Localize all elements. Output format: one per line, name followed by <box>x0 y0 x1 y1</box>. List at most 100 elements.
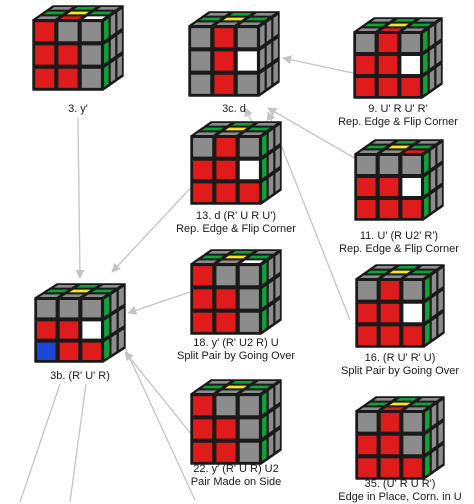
right-face-sticker <box>272 12 280 40</box>
caption-line: Rep. Edge & Flip Corner <box>176 223 296 235</box>
right-face-sticker <box>260 283 268 310</box>
front-face-sticker <box>377 32 399 54</box>
top-face-sticker <box>413 17 441 24</box>
top-face-sticker <box>43 288 72 294</box>
right-face-sticker <box>435 40 443 66</box>
front-face-sticker <box>191 264 214 287</box>
front-face-sticker <box>356 279 379 302</box>
top-face-sticker <box>190 20 218 27</box>
right-face-sticker <box>272 36 280 63</box>
front-face-sticker <box>379 456 401 479</box>
right-face-sticker <box>274 250 282 278</box>
right-face-sticker <box>109 11 117 38</box>
front-face-sticker <box>355 154 378 176</box>
front-face-sticker <box>80 319 103 341</box>
right-face-sticker <box>267 408 275 436</box>
top-face-sticker <box>198 384 227 390</box>
top-face-sticker <box>245 126 274 132</box>
top-face-sticker <box>252 379 280 386</box>
top-face-sticker <box>356 148 384 155</box>
top-face-sticker <box>384 22 412 28</box>
front-face-sticker <box>215 418 237 440</box>
front-face-sticker <box>213 73 235 96</box>
right-face-sticker <box>423 452 431 479</box>
right-face-sticker <box>422 194 430 220</box>
right-face-sticker <box>116 53 124 80</box>
right-face-sticker <box>258 22 266 49</box>
front-face-sticker <box>354 32 377 54</box>
front-face-sticker <box>58 341 80 362</box>
front-face-sticker <box>189 50 212 72</box>
front-face-sticker <box>356 434 379 456</box>
top-face-sticker <box>64 10 92 16</box>
caption-line: 11. U' (R U2' R') <box>359 230 439 242</box>
front-face-sticker <box>58 298 80 319</box>
right-face-sticker <box>260 306 268 334</box>
caption-n3c: 3c. d <box>154 103 314 116</box>
cube-n22 <box>190 379 282 465</box>
caption-n16: 16. (R U' R' U)Split Pair by Going Over <box>320 352 474 378</box>
front-face-sticker <box>213 50 235 72</box>
front-face-sticker <box>379 279 401 302</box>
caption-n35: 35. (U' R U R')Edge in Place, Corn. in U <box>320 478 474 504</box>
cube-layer <box>32 5 445 480</box>
right-face-sticker <box>117 327 126 352</box>
right-face-sticker <box>422 150 430 176</box>
caption-line: 16. (R U' R' U) <box>364 352 436 364</box>
caption-n3: 3. y' <box>0 103 158 116</box>
right-face-sticker <box>109 58 117 85</box>
top-face-sticker <box>415 264 443 271</box>
front-face-sticker <box>33 44 56 66</box>
top-face-sticker <box>362 144 390 150</box>
front-face-sticker <box>215 441 237 464</box>
right-face-sticker <box>102 294 111 319</box>
cube-n16 <box>355 264 445 348</box>
right-face-sticker <box>437 311 445 337</box>
front-face-sticker <box>377 54 399 76</box>
front-face-sticker <box>80 20 103 43</box>
front-face-sticker <box>400 154 423 176</box>
right-face-sticker <box>260 260 268 287</box>
top-face-sticker <box>47 5 76 12</box>
front-face-sticker <box>238 311 261 334</box>
right-face-sticker <box>435 62 443 88</box>
top-face-sticker <box>192 388 220 395</box>
right-face-sticker <box>260 132 268 158</box>
top-face-sticker <box>355 26 383 33</box>
right-face-sticker <box>260 413 268 440</box>
right-face-sticker <box>110 310 118 336</box>
front-face-sticker <box>191 394 214 417</box>
right-face-sticker <box>437 288 445 315</box>
right-face-sticker <box>436 162 444 188</box>
top-face-sticker <box>215 258 244 265</box>
right-face-sticker <box>116 6 124 34</box>
caption-line: 9. U' R U' R' <box>368 103 428 115</box>
front-face-sticker <box>238 136 261 159</box>
front-face-sticker <box>379 302 401 324</box>
top-face-sticker <box>357 405 385 412</box>
top-face-sticker <box>393 396 421 403</box>
caption-line: 22. y' (R' U R) U2 <box>193 463 279 475</box>
top-face-sticker <box>198 254 227 260</box>
caption-line: Pair Made on Side <box>190 476 282 488</box>
top-face-sticker <box>220 16 248 22</box>
arrow-n13-to-n3c <box>244 107 253 123</box>
cube-n18 <box>190 249 282 335</box>
right-face-sticker <box>102 39 110 66</box>
right-face-sticker <box>423 320 431 347</box>
front-face-sticker <box>377 76 399 98</box>
right-face-sticker <box>421 28 429 54</box>
right-face-sticker <box>429 145 437 171</box>
right-face-sticker <box>260 177 268 204</box>
right-face-sticker <box>274 274 282 301</box>
caption-n9: 9. U' R U' R'Rep. Edge & Flip Corner <box>318 103 474 129</box>
caption-line: 3c. d <box>222 103 246 115</box>
top-face-sticker <box>40 10 69 16</box>
front-face-sticker <box>401 324 424 347</box>
top-face-sticker <box>215 388 244 395</box>
front-face-sticker <box>215 394 237 417</box>
front-face-sticker <box>356 324 379 347</box>
right-face-sticker <box>428 67 436 93</box>
right-face-sticker <box>117 306 126 331</box>
